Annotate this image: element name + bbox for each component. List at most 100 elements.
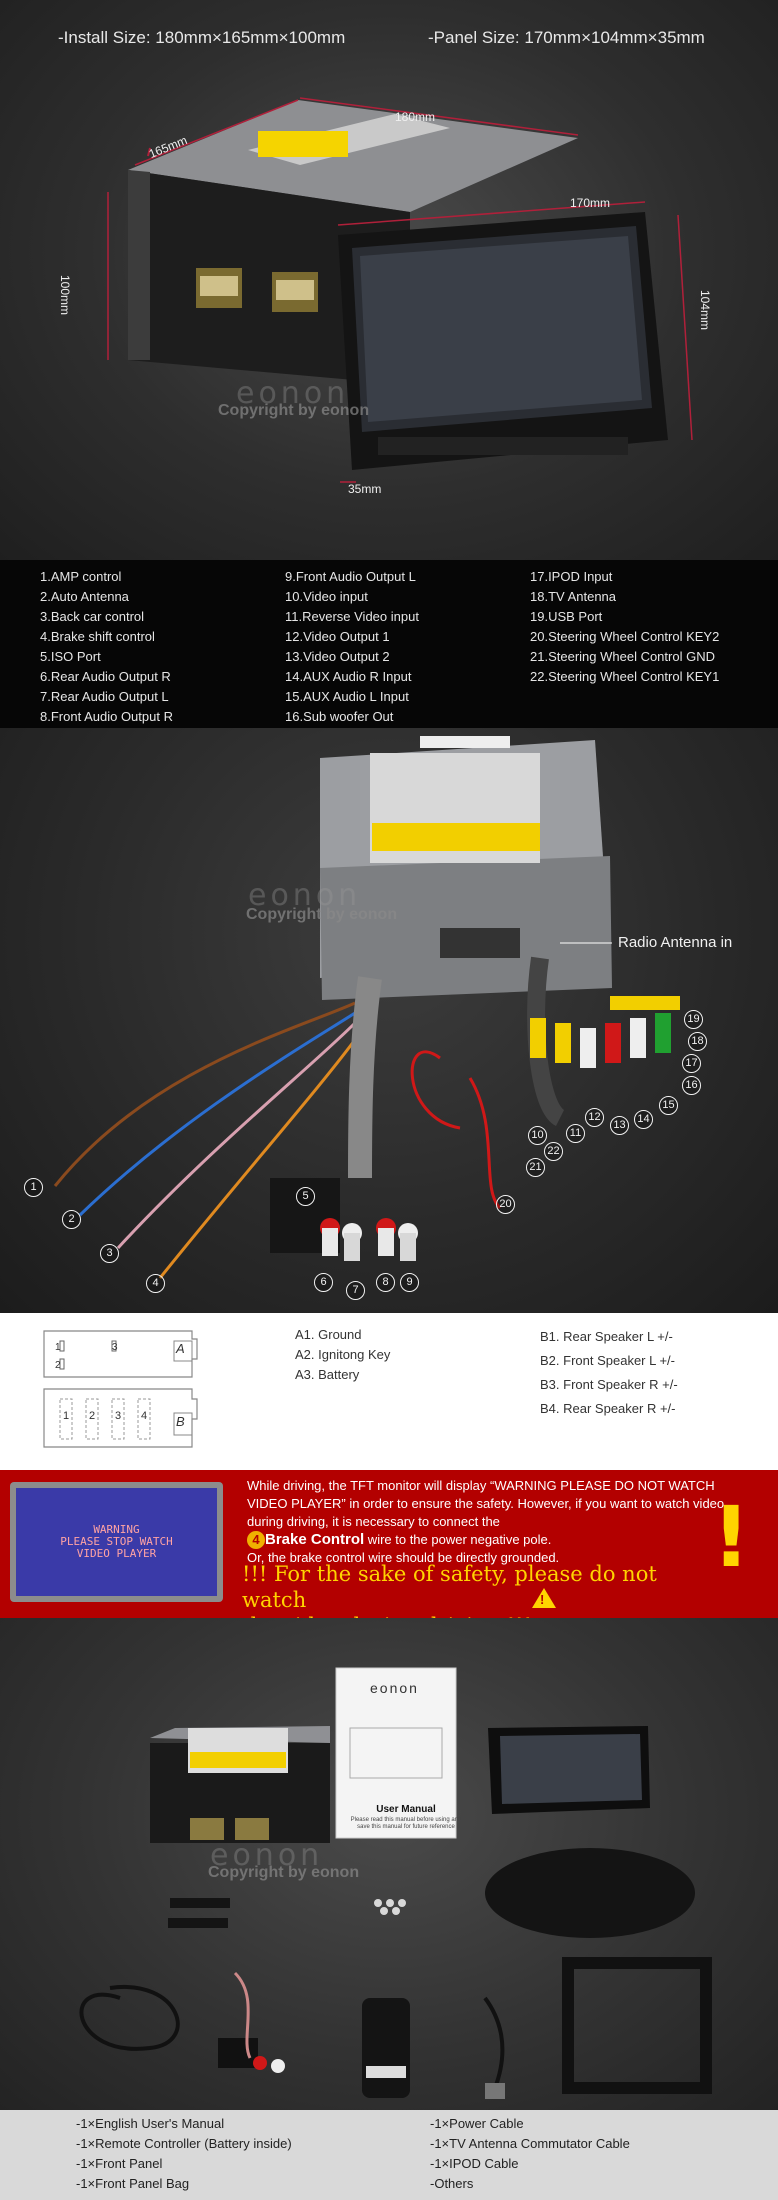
callout-15: 15: [659, 1096, 678, 1115]
callout-13: 13: [610, 1116, 629, 1135]
callout-18: 18: [688, 1032, 707, 1051]
iso-b-pin-1: 1: [63, 1410, 70, 1422]
list-item: 8.Front Audio Output R: [40, 709, 173, 724]
list-item: 13.Video Output 2: [285, 649, 390, 664]
list-item: 4.Brake shift control: [40, 629, 155, 644]
list-item: -1×Front Panel: [76, 2156, 163, 2171]
manual-subtitle: Please read this manual before using and…: [350, 1817, 462, 1830]
contents-col-2: -1×Power Cable -1×TV Antenna Commutator …: [430, 2114, 630, 2194]
callout-6: 6: [314, 1273, 333, 1292]
panel-size-text: -Panel Size: 170mm×104mm×35mm: [428, 28, 705, 47]
safety-line: !!! For the sake of safety, please do no…: [242, 1562, 657, 1612]
connector-col-1: 1.AMP control 2.Auto Antenna 3.Back car …: [40, 567, 173, 727]
copyright-text: Copyright by eonon: [246, 906, 398, 923]
callout-20: 20: [496, 1195, 515, 1214]
warning-paragraph: While driving, the TFT monitor will disp…: [247, 1477, 727, 1567]
warning-text: wire to the power negative pole.: [364, 1532, 552, 1547]
callout-7: 7: [346, 1281, 365, 1300]
callout-5: 5: [296, 1187, 315, 1206]
brake-control-label: Brake Control: [265, 1531, 365, 1548]
list-item: 15.AUX Audio L Input: [285, 689, 409, 704]
list-item: B1. Rear Speaker L +/-: [540, 1329, 673, 1344]
list-item: -1×IPOD Cable: [430, 2156, 519, 2171]
list-item: -Others: [430, 2176, 474, 2191]
callout-10: 10: [528, 1126, 547, 1145]
list-item: 9.Front Audio Output L: [285, 569, 416, 584]
list-item: 16.Sub woofer Out: [285, 709, 394, 724]
list-item: 12.Video Output 1: [285, 629, 390, 644]
iso-pinout-section: 1 3 2 A 1 2 3 4 B A1. Ground A2. Igniton…: [0, 1313, 778, 1470]
warning-screen: WARNING PLEASE STOP WATCH VIDEO PLAYER: [10, 1482, 223, 1602]
dimensions-section: -Install Size: 180mm×165mm×100mm -Panel …: [0, 0, 778, 560]
iso-b-label: B: [176, 1414, 185, 1429]
list-item: 1.AMP control: [40, 569, 122, 584]
wiring-photo: [53, 736, 680, 1279]
list-item: 21.Steering Wheel Control GND: [530, 649, 715, 664]
list-item: 22.Steering Wheel Control KEY1: [530, 669, 720, 684]
eonon-watermark: eonon: [236, 376, 350, 411]
list-item: B3. Front Speaker R +/-: [540, 1377, 678, 1392]
list-item: 20.Steering Wheel Control KEY2: [530, 629, 720, 644]
callout-3: 3: [100, 1244, 119, 1263]
warning-triangle-mark: !: [540, 1592, 545, 1607]
brake-number-badge: 4: [247, 1531, 265, 1549]
list-item: -1×Front Panel Bag: [76, 2176, 190, 2191]
warning-section: WARNING PLEASE STOP WATCH VIDEO PLAYER W…: [0, 1470, 778, 1638]
list-item: A1. Ground: [295, 1327, 362, 1342]
copyright-text: Copyright by eonon: [218, 402, 370, 419]
callout-12: 12: [585, 1108, 604, 1127]
list-item: -1×Power Cable: [430, 2116, 524, 2131]
iso-a-pin-3: 3: [112, 1342, 118, 1353]
list-item: 18.TV Antenna: [530, 589, 617, 604]
dim-104: 104mm: [698, 290, 712, 331]
wiring-section: eonon Copyright by eonon Radio Antenna i…: [0, 728, 778, 1313]
callout-4: 4: [146, 1274, 165, 1293]
exclamation-icon: !: [712, 1488, 751, 1586]
iso-diagram: [43, 1330, 198, 1448]
list-item: A2. Ignitong Key: [295, 1347, 391, 1362]
dim-180: 180mm: [395, 110, 436, 124]
warning-screen-display: WARNING PLEASE STOP WATCH VIDEO PLAYER: [16, 1488, 217, 1596]
list-item: 19.USB Port: [530, 609, 603, 624]
copyright-text: Copyright by eonon: [208, 1864, 360, 1881]
callout-11: 11: [566, 1124, 585, 1143]
warning-screen-line: PLEASE STOP WATCH: [60, 1535, 173, 1548]
iso-b-pin-4: 4: [141, 1410, 148, 1422]
list-item: 2.Auto Antenna: [40, 589, 129, 604]
package-section: eonon Copyright by eonon eonon User Manu…: [0, 1618, 778, 2110]
list-item: -1×Remote Controller (Battery inside): [76, 2136, 292, 2151]
callout-8: 8: [376, 1273, 395, 1292]
callout-17: 17: [682, 1054, 701, 1073]
connector-col-3: 17.IPOD Input 18.TV Antenna 19.USB Port …: [530, 567, 719, 687]
iso-a-pin-2: 2: [55, 1360, 61, 1371]
callout-2: 2: [62, 1210, 81, 1229]
contents-list: -1×English User's Manual -1×Remote Contr…: [0, 2110, 778, 2200]
warning-text: While driving, the TFT monitor will disp…: [247, 1478, 725, 1529]
warning-screen-line: WARNING: [93, 1523, 140, 1536]
eonon-watermark: eonon: [210, 1838, 324, 1873]
iso-a-label: A: [176, 1341, 185, 1356]
callout-14: 14: [634, 1110, 653, 1129]
list-item: B4. Rear Speaker R +/-: [540, 1401, 676, 1416]
contents-col-1: -1×English User's Manual -1×Remote Contr…: [76, 2114, 292, 2194]
list-item: 5.ISO Port: [40, 649, 101, 664]
list-item: A3. Battery: [295, 1367, 360, 1382]
dimension-photo: [107, 97, 693, 483]
radio-antenna-label: Radio Antenna in: [618, 934, 733, 951]
list-item: B2. Front Speaker L +/-: [540, 1353, 676, 1368]
callout-16: 16: [682, 1076, 701, 1095]
list-item: -1×English User's Manual: [76, 2116, 225, 2131]
callout-19: 19: [684, 1010, 703, 1029]
warning-triangle-icon: [532, 1588, 556, 1608]
list-item: 14.AUX Audio R Input: [285, 669, 412, 684]
install-size-text: -Install Size: 180mm×165mm×100mm: [58, 28, 346, 47]
list-item: 17.IPOD Input: [530, 569, 613, 584]
package-photo: [79, 1667, 712, 2099]
connector-list: 1.AMP control 2.Auto Antenna 3.Back car …: [0, 560, 778, 728]
iso-b-pin-3: 3: [115, 1410, 122, 1422]
manual-logo: eonon: [370, 1680, 419, 1696]
eonon-watermark: eonon: [248, 878, 362, 913]
list-item: 11.Reverse Video input: [285, 609, 419, 624]
list-item: 10.Video input: [285, 589, 368, 604]
